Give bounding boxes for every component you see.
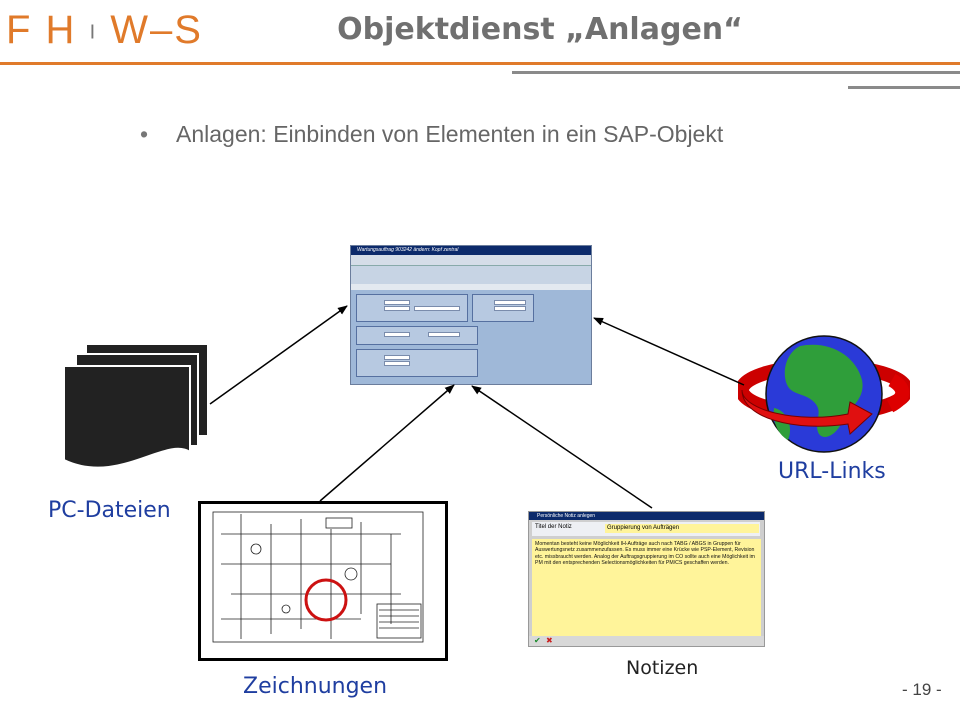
sap-field [384, 355, 410, 360]
bullet-text: Anlagen: Einbinden von Elementen in ein … [176, 121, 724, 147]
sap-field [428, 332, 460, 337]
gray-rule-2 [848, 86, 960, 89]
drawing-legend-rows [379, 609, 419, 629]
logo-right: W–S [110, 8, 203, 52]
caption-pc-files: PC-Dateien [48, 498, 171, 523]
sap-titlebar: Wartungsauftrag 903242 ändern: Kopf zent… [351, 246, 591, 255]
confirm-check-icon[interactable]: ✔ [534, 636, 541, 645]
drawing-valve [281, 604, 291, 614]
drawing-legend [376, 603, 422, 639]
globe-icon [738, 335, 910, 453]
logo-left: F H [6, 8, 77, 52]
drawing-valve [344, 567, 358, 581]
header-rule [0, 62, 960, 89]
caption-notes: Notizen [626, 657, 699, 679]
fhws-logo: F H I W–S [6, 6, 203, 56]
document-sheet-1 [63, 365, 191, 469]
pc-files-icon [63, 343, 209, 469]
orange-rule [0, 62, 960, 65]
sap-field [494, 300, 526, 305]
arrow-pc-to-sap [209, 305, 348, 405]
arrow-drawing-to-sap [319, 384, 455, 502]
arrow-url-to-sap [593, 317, 745, 386]
sap-toolbar [351, 255, 591, 266]
drawing-frame [212, 511, 424, 643]
note-window: Persönliche Notiz anlegen Titel der Noti… [528, 511, 765, 647]
sap-title: Wartungsauftrag 903242 ändern: Kopf zent… [357, 247, 459, 253]
note-titlebar: Persönliche Notiz anlegen [529, 512, 764, 520]
note-title-field[interactable]: Gruppierung von Aufträgen [605, 524, 759, 533]
ring-front [886, 373, 910, 413]
highlight-circle [304, 578, 348, 622]
sap-field [384, 306, 410, 311]
sap-group-termine [356, 326, 478, 345]
sap-screen: Wartungsauftrag 903242 ändern: Kopf zent… [350, 245, 592, 385]
logo-separator: I [89, 21, 98, 44]
sap-field [384, 361, 410, 366]
drawing-tank [325, 517, 353, 529]
caption-url-links: URL-Links [778, 459, 886, 484]
caption-drawings: Zeichnungen [243, 674, 388, 699]
slide-title: Objektdienst „Anlagen“ [337, 12, 743, 47]
sap-field [384, 300, 410, 305]
page-number: - 19 - [902, 680, 942, 699]
sap-field [384, 332, 410, 337]
bullet-marker: • [140, 121, 149, 147]
note-title-row: Titel der Notiz Gruppierung von Aufträge… [532, 522, 760, 536]
note-title-label: Titel der Notiz [535, 524, 572, 530]
gray-rule-1 [512, 71, 960, 74]
note-body[interactable]: Momentan besteht keine Möglichkeit IH-Au… [532, 539, 761, 636]
drawing-valve [250, 543, 262, 555]
sap-body [354, 292, 588, 380]
drawing-sketch [212, 511, 424, 643]
continent-1 [784, 344, 863, 437]
bullet-point: • Anlagen: Einbinden von Elementen in ein… [140, 118, 723, 150]
ring-arrow [741, 389, 873, 435]
technical-drawing [198, 501, 448, 661]
cancel-x-icon[interactable]: ✖ [546, 636, 553, 645]
arrow-note-to-sap [471, 385, 653, 509]
sap-field [414, 306, 460, 311]
sap-header-area [351, 266, 591, 284]
sap-group-bezugsobjekt [356, 349, 478, 377]
sap-tabstrip [351, 284, 591, 290]
drawing-lines [221, 514, 401, 639]
sap-field [494, 306, 526, 311]
note-footer: ✔ ✖ [529, 636, 764, 646]
